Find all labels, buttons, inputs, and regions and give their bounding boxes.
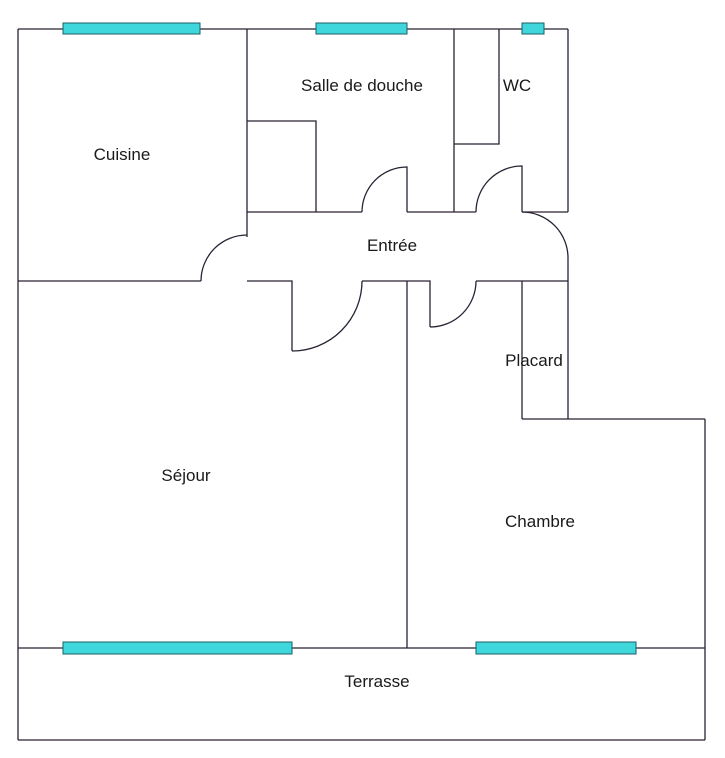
room-label-placard: Placard [505, 351, 563, 370]
window-cuisine [62, 22, 201, 35]
room-label-entree: Entrée [367, 236, 417, 255]
room-label-chambre: Chambre [505, 512, 575, 531]
room-label-salle-de-douche: Salle de douche [301, 76, 423, 95]
door-sortie [521, 211, 569, 259]
wall-douche-box [247, 120, 317, 212]
door-cuisine [200, 234, 248, 282]
room-label-sejour: Séjour [161, 466, 210, 485]
wall-sejour-top [247, 280, 293, 351]
window-wc [521, 22, 545, 35]
wall-sejour-top-right [362, 280, 431, 327]
room-labels: Cuisine Salle de douche WC Entrée Placar… [94, 76, 575, 691]
windows [62, 22, 637, 655]
doors [200, 165, 569, 352]
room-label-cuisine: Cuisine [94, 145, 151, 164]
walls [17, 28, 706, 741]
window-sejour [62, 641, 293, 655]
door-wc [475, 165, 523, 213]
window-salle-de-douche [315, 22, 408, 35]
window-chambre [475, 641, 637, 655]
room-label-terrasse: Terrasse [344, 672, 409, 691]
wall-wc-inner-box [454, 29, 500, 145]
door-chambre [429, 280, 477, 328]
door-sejour [291, 280, 363, 352]
door-salle-de-douche [361, 166, 408, 213]
room-label-wc: WC [503, 76, 531, 95]
